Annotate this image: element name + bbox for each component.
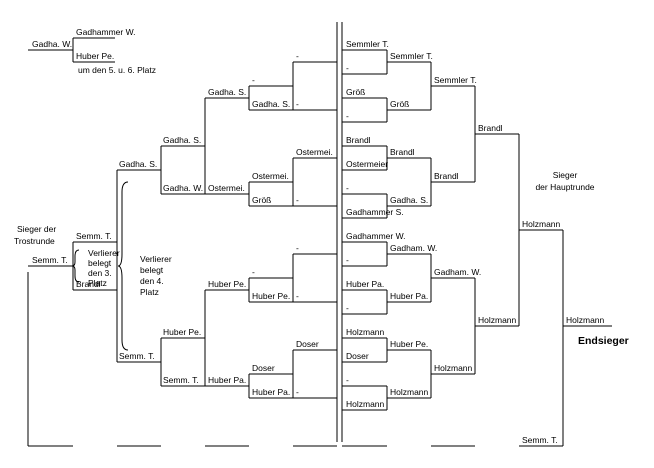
ml-r2-2: Gadha. S.	[252, 99, 290, 109]
ml-r5-1: Gadha. S.	[119, 159, 157, 169]
ml-r1-1: -	[296, 51, 299, 61]
placement-right-top: Gadhammer W.	[76, 27, 136, 37]
mr-r1-1: Semmler T.	[346, 39, 389, 49]
loser3-line1: Verlierer	[88, 248, 120, 258]
mr-r2-8: Holzmann	[390, 387, 429, 397]
ml-r4-1: Gadha. S.	[163, 135, 201, 145]
mr-r1-7: -	[346, 183, 349, 193]
mr-r1-11: Huber Pa.	[346, 279, 384, 289]
mr-r2-2: Größ	[390, 99, 409, 109]
ml-r1-3: Ostermei.	[296, 147, 333, 157]
mr-r2-3: Brandl	[390, 147, 415, 157]
ml-r2-7: Doser	[252, 363, 275, 373]
ml-r1-4: -	[296, 195, 299, 205]
mr-r3-4: Holzmann	[434, 363, 473, 373]
ml-r1-8: -	[296, 387, 299, 397]
trost-top: Semm. T.	[76, 231, 112, 241]
final-match: Holzmann Semm. T. Endsieger	[519, 315, 629, 447]
ml-r1-6: -	[296, 291, 299, 301]
main-winner-label-1: Sieger	[553, 170, 578, 180]
mr-r1-2: -	[346, 63, 349, 73]
main-winner-label-2: der Hauptrunde	[535, 182, 594, 192]
ml-r4-4: Semm. T.	[163, 375, 199, 385]
ml-r2-8: Huber Pa.	[252, 387, 290, 397]
mr-r2-1: Semmler T.	[390, 51, 433, 61]
ml-r3-3: Huber Pe.	[208, 279, 246, 289]
ml-r2-1: -	[252, 75, 255, 85]
mr-r1-15: -	[346, 375, 349, 385]
trost-label-1: Sieger der	[17, 224, 56, 234]
final-champion: Holzmann	[566, 315, 605, 325]
ml-r4-3: Huber Pe.	[163, 327, 201, 337]
trostrunde-bracket: Sieger der Trostrunde Semm. T. Semm. T. …	[14, 181, 475, 447]
mr-r4-1: Brandl	[478, 123, 503, 133]
ml-r2-6: Huber Pe.	[252, 291, 290, 301]
ml-r1-7: Doser	[296, 339, 319, 349]
ml-r1-2: -	[296, 99, 299, 109]
mr-r1-6: Ostermeier	[346, 159, 388, 169]
mr-r1-4: -	[346, 111, 349, 121]
loser4-line3: den 4.	[140, 276, 164, 286]
ml-r2-3: Ostermei.	[252, 171, 289, 181]
ml-r2-4: Größ	[252, 195, 271, 205]
mr-r1-13: Holzmann	[346, 327, 385, 337]
mr-r1-5: Brandl	[346, 135, 371, 145]
brace-4th	[117, 181, 129, 351]
placement-match-5-6: Gadha. W. Gadhammer W. Huber Pe. um den …	[28, 27, 156, 75]
final-bottom: Semm. T.	[522, 435, 558, 445]
loser4-line2: belegt	[140, 265, 164, 275]
ml-r2-5: -	[252, 267, 255, 277]
mr-r1-16: Holzmann	[346, 399, 385, 409]
mr-r2-4: Gadha. S.	[390, 195, 428, 205]
mr-r3-3: Gadham. W.	[434, 267, 481, 277]
loser4-line1: Verlierer	[140, 254, 172, 264]
mr-r4-2: Holzmann	[478, 315, 517, 325]
mr-r1-3: Größ	[346, 87, 365, 97]
ml-r4-2: Gadha. W.	[163, 183, 203, 193]
mr-r1-8: Gadhammer S.	[346, 207, 404, 217]
mr-r3-2: Brandl	[434, 171, 459, 181]
champion-label: Endsieger	[578, 335, 629, 347]
mr-r2-6: Huber Pa.	[390, 291, 428, 301]
main-bracket-right: Semmler T. - Größ - Brandl Ostermeier - …	[342, 39, 595, 446]
main-winner: Holzmann	[522, 219, 561, 229]
mr-r2-7: Huber Pe.	[390, 339, 428, 349]
ml-r3-2: Ostermei.	[208, 183, 245, 193]
brace-3rd	[71, 249, 80, 283]
trost-bottom: Brandl	[76, 279, 101, 289]
ml-r5-2: Semm. T.	[119, 351, 155, 361]
mr-r1-14: Doser	[346, 351, 369, 361]
placement-right-bottom: Huber Pe.	[76, 51, 114, 61]
placement-left: Gadha. W.	[32, 39, 72, 49]
loser3-line3: den 3.	[88, 268, 112, 278]
mr-r1-12: -	[346, 303, 349, 313]
ml-r3-4: Huber Pa.	[208, 375, 246, 385]
mr-r2-5: Gadham. W.	[390, 243, 437, 253]
ml-r1-5: -	[296, 243, 299, 253]
placement-note: um den 5. u. 6. Platz	[78, 65, 156, 75]
mr-r1-10: -	[346, 255, 349, 265]
mr-r1-9: Gadhammer W.	[346, 231, 406, 241]
main-bracket-left: - - Ostermei. - - - Doser - - Gadha. S. …	[116, 51, 337, 399]
loser3-line4: Platz	[88, 278, 107, 288]
ml-r3-1: Gadha. S.	[208, 87, 246, 97]
trost-winner: Semm. T.	[32, 255, 68, 265]
trost-label-2: Trostrunde	[14, 236, 55, 246]
loser3-line2: belegt	[88, 258, 112, 268]
loser4-line4: Platz	[140, 287, 159, 297]
mr-r3-1: Semmler T.	[434, 75, 477, 85]
